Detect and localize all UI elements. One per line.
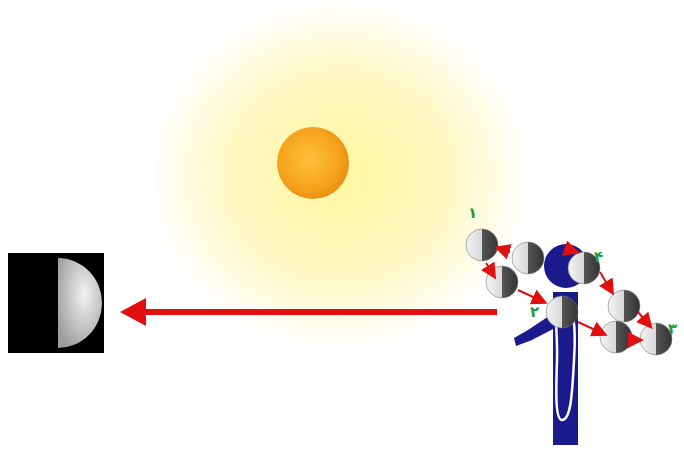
moon-lit-half	[58, 258, 102, 348]
sun	[277, 127, 349, 199]
orbit-arrow	[498, 248, 510, 252]
moon-ball	[466, 229, 498, 261]
orbit-arrow	[638, 312, 650, 326]
callout-number: ۱	[468, 206, 477, 221]
callout-number: ۴	[594, 250, 603, 265]
moon-ball	[600, 321, 632, 353]
arrow-head	[120, 298, 146, 326]
orbit-arrow	[486, 263, 494, 276]
moon-phase-frame	[8, 253, 104, 353]
sun-glow	[150, 0, 530, 350]
callout-number: ۲	[530, 305, 539, 320]
orbit-arrow	[570, 250, 576, 252]
orbit-arrow	[600, 272, 612, 292]
orbit-moons	[466, 229, 672, 355]
callout-number: ۳	[668, 322, 677, 337]
orbit-arrow	[578, 322, 604, 334]
sight-line	[135, 309, 497, 315]
orbit-arrow	[518, 290, 544, 302]
moon-ball	[640, 323, 672, 355]
moon-ball	[546, 296, 578, 328]
moon-ball	[512, 242, 544, 274]
moon-ball	[608, 290, 640, 322]
orbit-arrow	[632, 339, 640, 341]
